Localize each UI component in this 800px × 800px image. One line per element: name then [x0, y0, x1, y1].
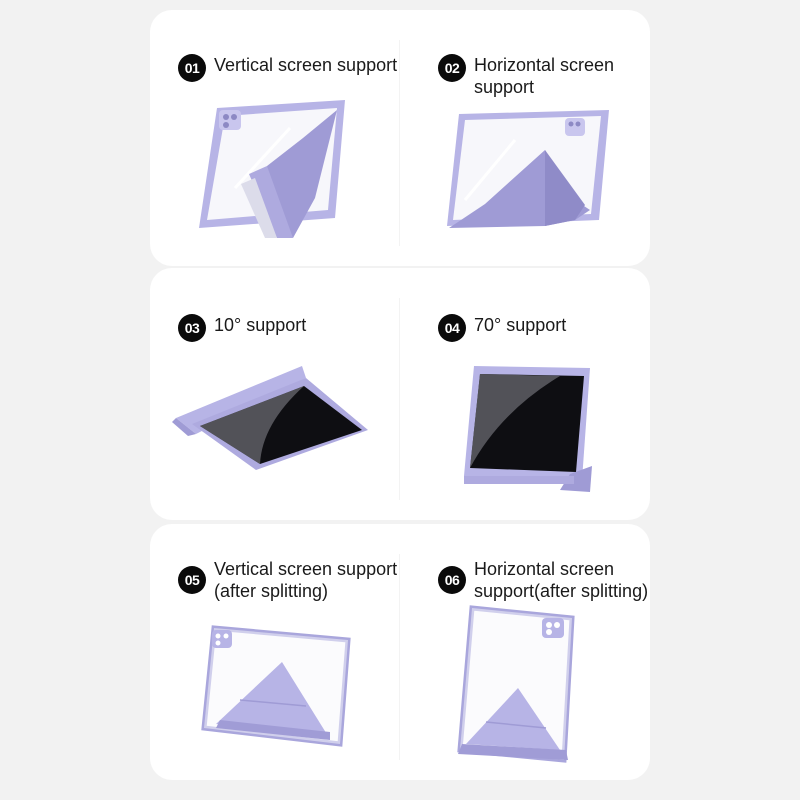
number-badge: 02	[438, 54, 466, 82]
card-divider	[399, 40, 400, 246]
number-badge: 05	[178, 566, 206, 594]
card-divider	[399, 554, 400, 760]
tablet-shell-vertical-split-icon	[200, 624, 355, 749]
feature-card-3: 05 Vertical screen support (after splitt…	[150, 524, 650, 780]
panel-label: 06 Horizontal screen support(after split…	[438, 558, 648, 602]
panel-label: 01 Vertical screen support	[178, 54, 397, 82]
panel-horizontal-split-support: 06 Horizontal screen support(after split…	[400, 524, 650, 780]
panel-title: 10° support	[214, 315, 307, 335]
tablet-case-70-degree-icon	[460, 362, 595, 497]
number-badge: 01	[178, 54, 206, 82]
number-badge: 06	[438, 566, 466, 594]
panel-10-degree-support: 03 10° support	[150, 268, 400, 520]
panel-vertical-split-support: 05 Vertical screen support (after splitt…	[150, 524, 400, 780]
panel-label: 04 70° support	[438, 314, 566, 342]
panel-title: Vertical screen support (after splitting…	[214, 559, 398, 601]
feature-card-1: 01 Vertical screen support 02 Horizontal…	[150, 10, 650, 266]
number-badge: 03	[178, 314, 206, 342]
tablet-case-10-degree-icon	[172, 364, 372, 474]
card-divider	[399, 298, 400, 500]
panel-label: 05 Vertical screen support (after splitt…	[178, 558, 397, 602]
panel-title: 70° support	[474, 315, 567, 335]
panel-title: Vertical screen support	[214, 55, 398, 75]
panel-horizontal-support: 02 Horizontal screen support	[400, 10, 650, 266]
tablet-shell-horizontal-split-icon	[456, 604, 581, 764]
tablet-case-vertical-stand-icon	[195, 98, 355, 238]
feature-card-2: 03 10° support 04 70° support	[150, 268, 650, 520]
panel-title: Horizontal screen support	[474, 55, 615, 97]
panel-label: 03 10° support	[178, 314, 306, 342]
panel-70-degree-support: 04 70° support	[400, 268, 650, 520]
tablet-case-horizontal-stand-icon	[445, 110, 615, 240]
panel-title: Horizontal screen support(after splittin…	[474, 559, 649, 601]
panel-vertical-support: 01 Vertical screen support	[150, 10, 400, 266]
number-badge: 04	[438, 314, 466, 342]
panel-label: 02 Horizontal screen support	[438, 54, 614, 98]
